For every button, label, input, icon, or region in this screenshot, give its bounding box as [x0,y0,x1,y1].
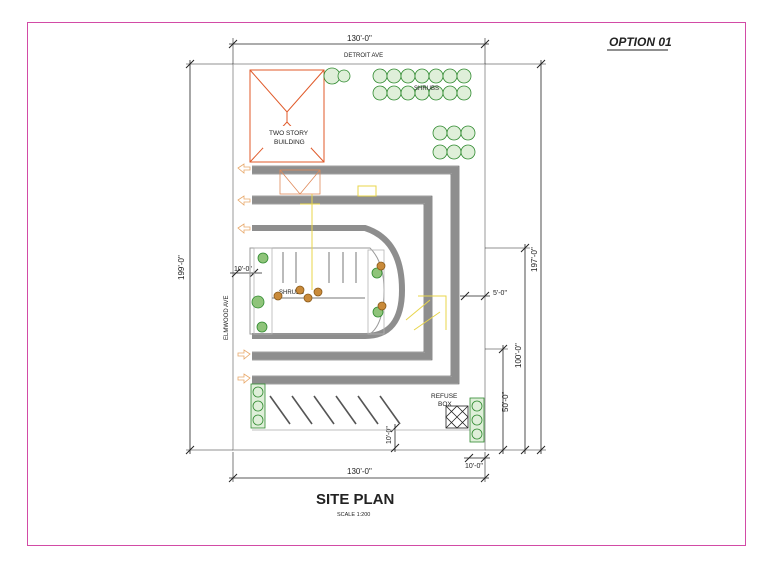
shrubs-top-label: SHRUBS [414,86,439,92]
shrub-cluster-bottom-left [250,383,266,429]
right-dimension [485,59,546,455]
entry-arrows [237,163,251,384]
shrub-cluster-top [323,67,472,101]
setback-5-label: 5'-0" [493,290,507,297]
right-inner-100-label: 100'-0" [514,343,523,368]
drive-aisle-edges [252,165,460,385]
parking-stalls-angled [269,395,401,425]
left-dimension-label: 199'-0" [177,255,186,280]
top-dimension [228,38,490,64]
option-label: OPTION 01 [609,35,672,49]
sheet-scale: SCALE 1:200 [337,512,370,518]
street-top-label: DETROIT AVE [344,53,383,59]
bottom-dimension [228,452,490,483]
right-inner-dimension-100 [485,243,530,455]
right-inner-dimension-50 [485,344,508,455]
shrub-cluster-bottom-right [469,397,485,443]
shrub-cluster-right [432,125,476,160]
left-dimension [185,59,233,455]
setback-10-bottom-label: 10'-0" [386,426,393,444]
building-canopy [279,169,321,195]
island-planter-left [253,247,273,335]
building [249,69,325,163]
setback-5-dimension [460,291,490,301]
right-inner-50-label: 50'-0" [501,391,510,412]
setback-10-bottom-dimension [390,423,400,453]
building-label-line1: TWO STORY [269,130,309,137]
refuse-box [445,405,469,429]
refuse-label-line2: BOX [438,401,452,408]
site-boundary [232,63,486,451]
parking-stalls-interior [272,252,365,299]
bottom-dimension-label: 130'-0" [347,467,372,476]
island-trees [273,261,387,311]
sheet-border [27,22,746,546]
setback-10-right-label: 10'-0" [465,463,483,470]
building-label-backdrop [263,126,311,148]
refuse-label-line1: REFUSE [431,393,458,400]
drive-aisle [252,166,459,384]
right-dimension-label: 197'-0" [530,247,539,272]
yellow-markings [300,185,447,331]
setback-10-left-label: 10'-0" [234,266,252,273]
street-left-label: ELMWOOD AVE [224,295,230,340]
top-dimension-label: 130'-0" [347,34,372,43]
island-planter-right [367,249,385,335]
setback-10-right-dimension [464,453,490,463]
shrubs-island-label: SHRUBS [279,290,304,296]
building-label-line2: BUILDING [274,139,305,146]
island-plants [251,252,384,333]
sheet-title: SITE PLAN [316,491,394,508]
